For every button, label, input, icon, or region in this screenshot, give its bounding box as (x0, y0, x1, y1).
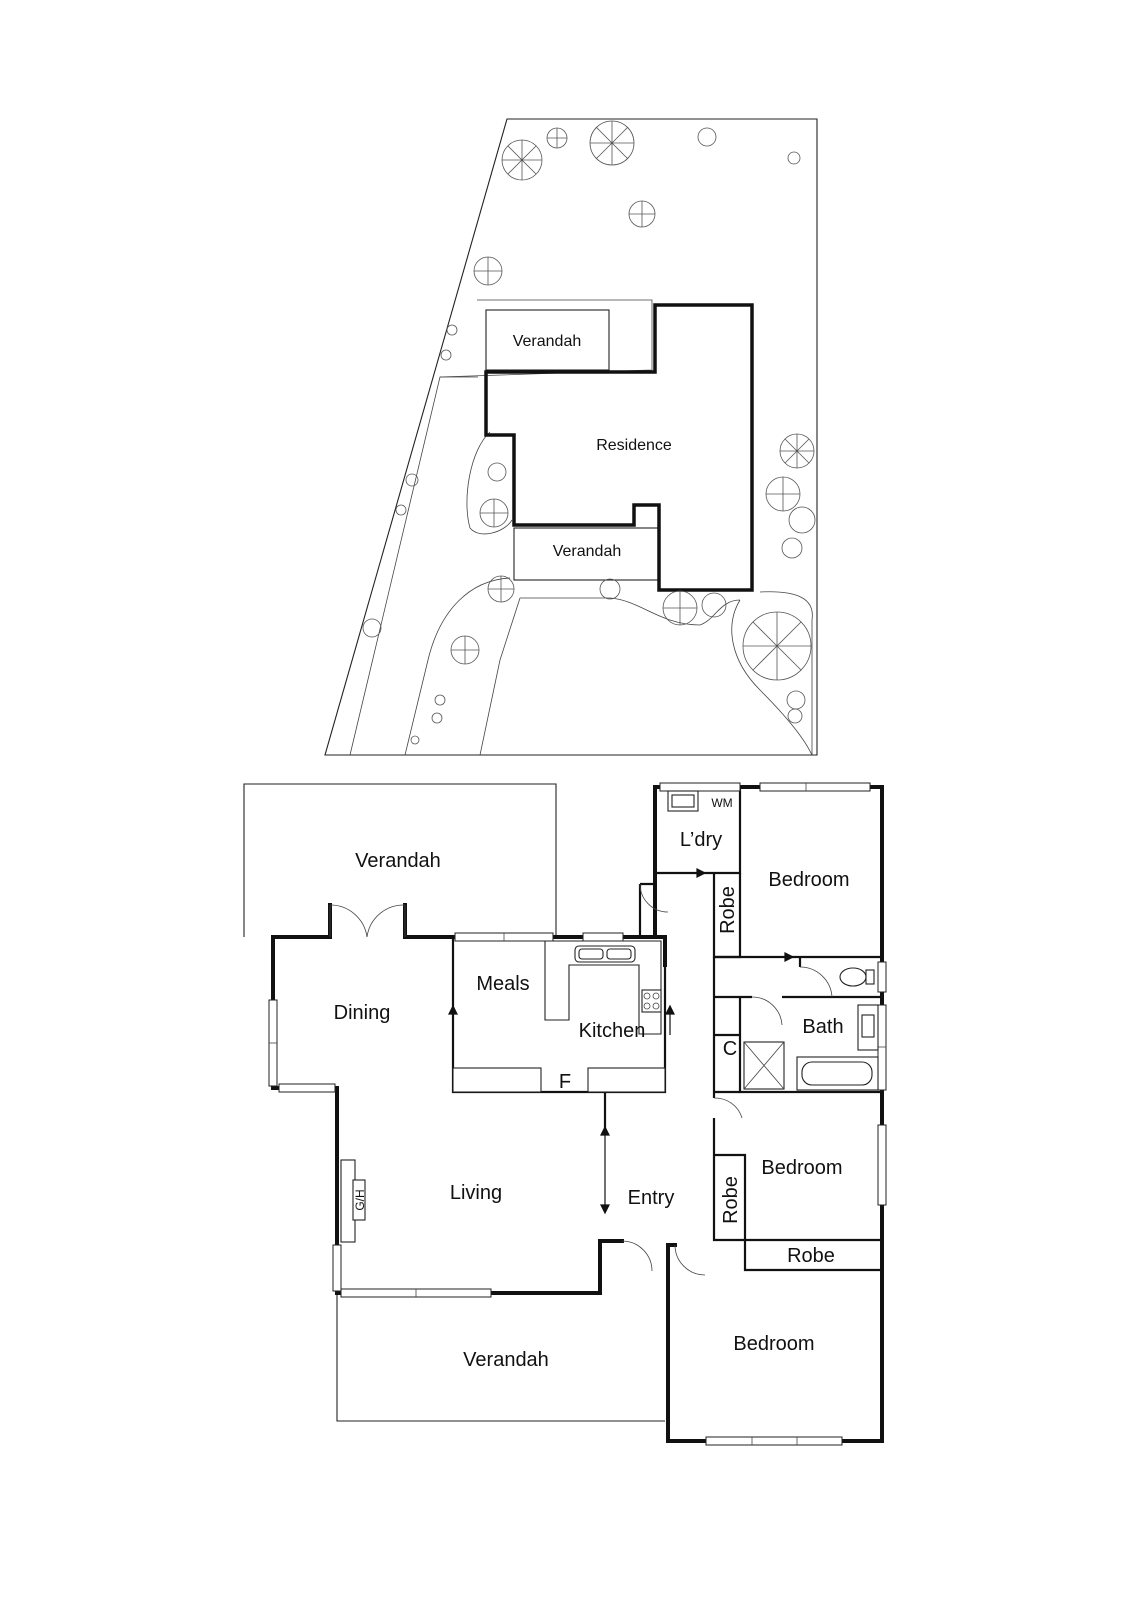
front-path-2 (479, 597, 521, 756)
bedroom-1-label: Bedroom (768, 869, 849, 891)
site-verandah-bottom-label: Verandah (553, 543, 622, 560)
site-residence-label: Residence (596, 437, 672, 454)
washing-machine-label: WM (711, 796, 732, 810)
dining-label: Dining (334, 1002, 391, 1024)
kitchen-bench (544, 940, 662, 1035)
bench-left (452, 1067, 542, 1093)
site-verandah-top-label: Verandah (513, 333, 582, 350)
rear-verandah-outline (243, 783, 557, 937)
front-verandah-outline (336, 1293, 665, 1422)
gas-heater-label: G/H (353, 1189, 367, 1210)
bench-right (587, 1067, 666, 1093)
robe-3-label: Robe (787, 1245, 835, 1267)
garden-right-curve (731, 599, 813, 756)
cupboard-label: C (723, 1038, 737, 1060)
cooktop-icon (641, 989, 662, 1013)
fridge-label: F (559, 1071, 571, 1093)
interior-walls (451, 787, 882, 1272)
fixtures (340, 790, 879, 1243)
robe-2-label: Robe (720, 1176, 742, 1224)
rear-door-walls (328, 903, 407, 939)
front-verandah-label: Verandah (463, 1349, 549, 1371)
robe-1-label: Robe (717, 886, 739, 934)
site-verandah-top (485, 309, 610, 371)
driveway-edge (349, 299, 653, 756)
residence-outline (484, 303, 754, 592)
site-plan: Verandah Residence Verandah (324, 118, 818, 756)
kitchen-label: Kitchen (579, 1020, 646, 1042)
entry-label: Entry (628, 1187, 675, 1209)
meals-label: Meals (476, 973, 529, 995)
trees (362, 120, 816, 745)
bedroom-2-label: Bedroom (761, 1157, 842, 1179)
doors (329, 883, 833, 1276)
garden-bed-left (466, 431, 513, 535)
lot-boundary (324, 118, 818, 756)
living-label: Living (450, 1182, 502, 1204)
floor-plan: Verandah Dining Meals Kitchen F Living G… (243, 782, 887, 1446)
garden-edge-right (759, 591, 813, 755)
windows (268, 782, 887, 1446)
bedroom-3-label: Bedroom (733, 1333, 814, 1355)
garden-edge-front (520, 597, 741, 626)
laundry-label: L’dry (680, 829, 722, 851)
front-path (404, 577, 511, 756)
rear-verandah-label: Verandah (355, 850, 441, 872)
bath-label: Bath (802, 1016, 843, 1038)
direction-arrows (448, 868, 795, 1215)
toilet-icon (839, 967, 867, 987)
